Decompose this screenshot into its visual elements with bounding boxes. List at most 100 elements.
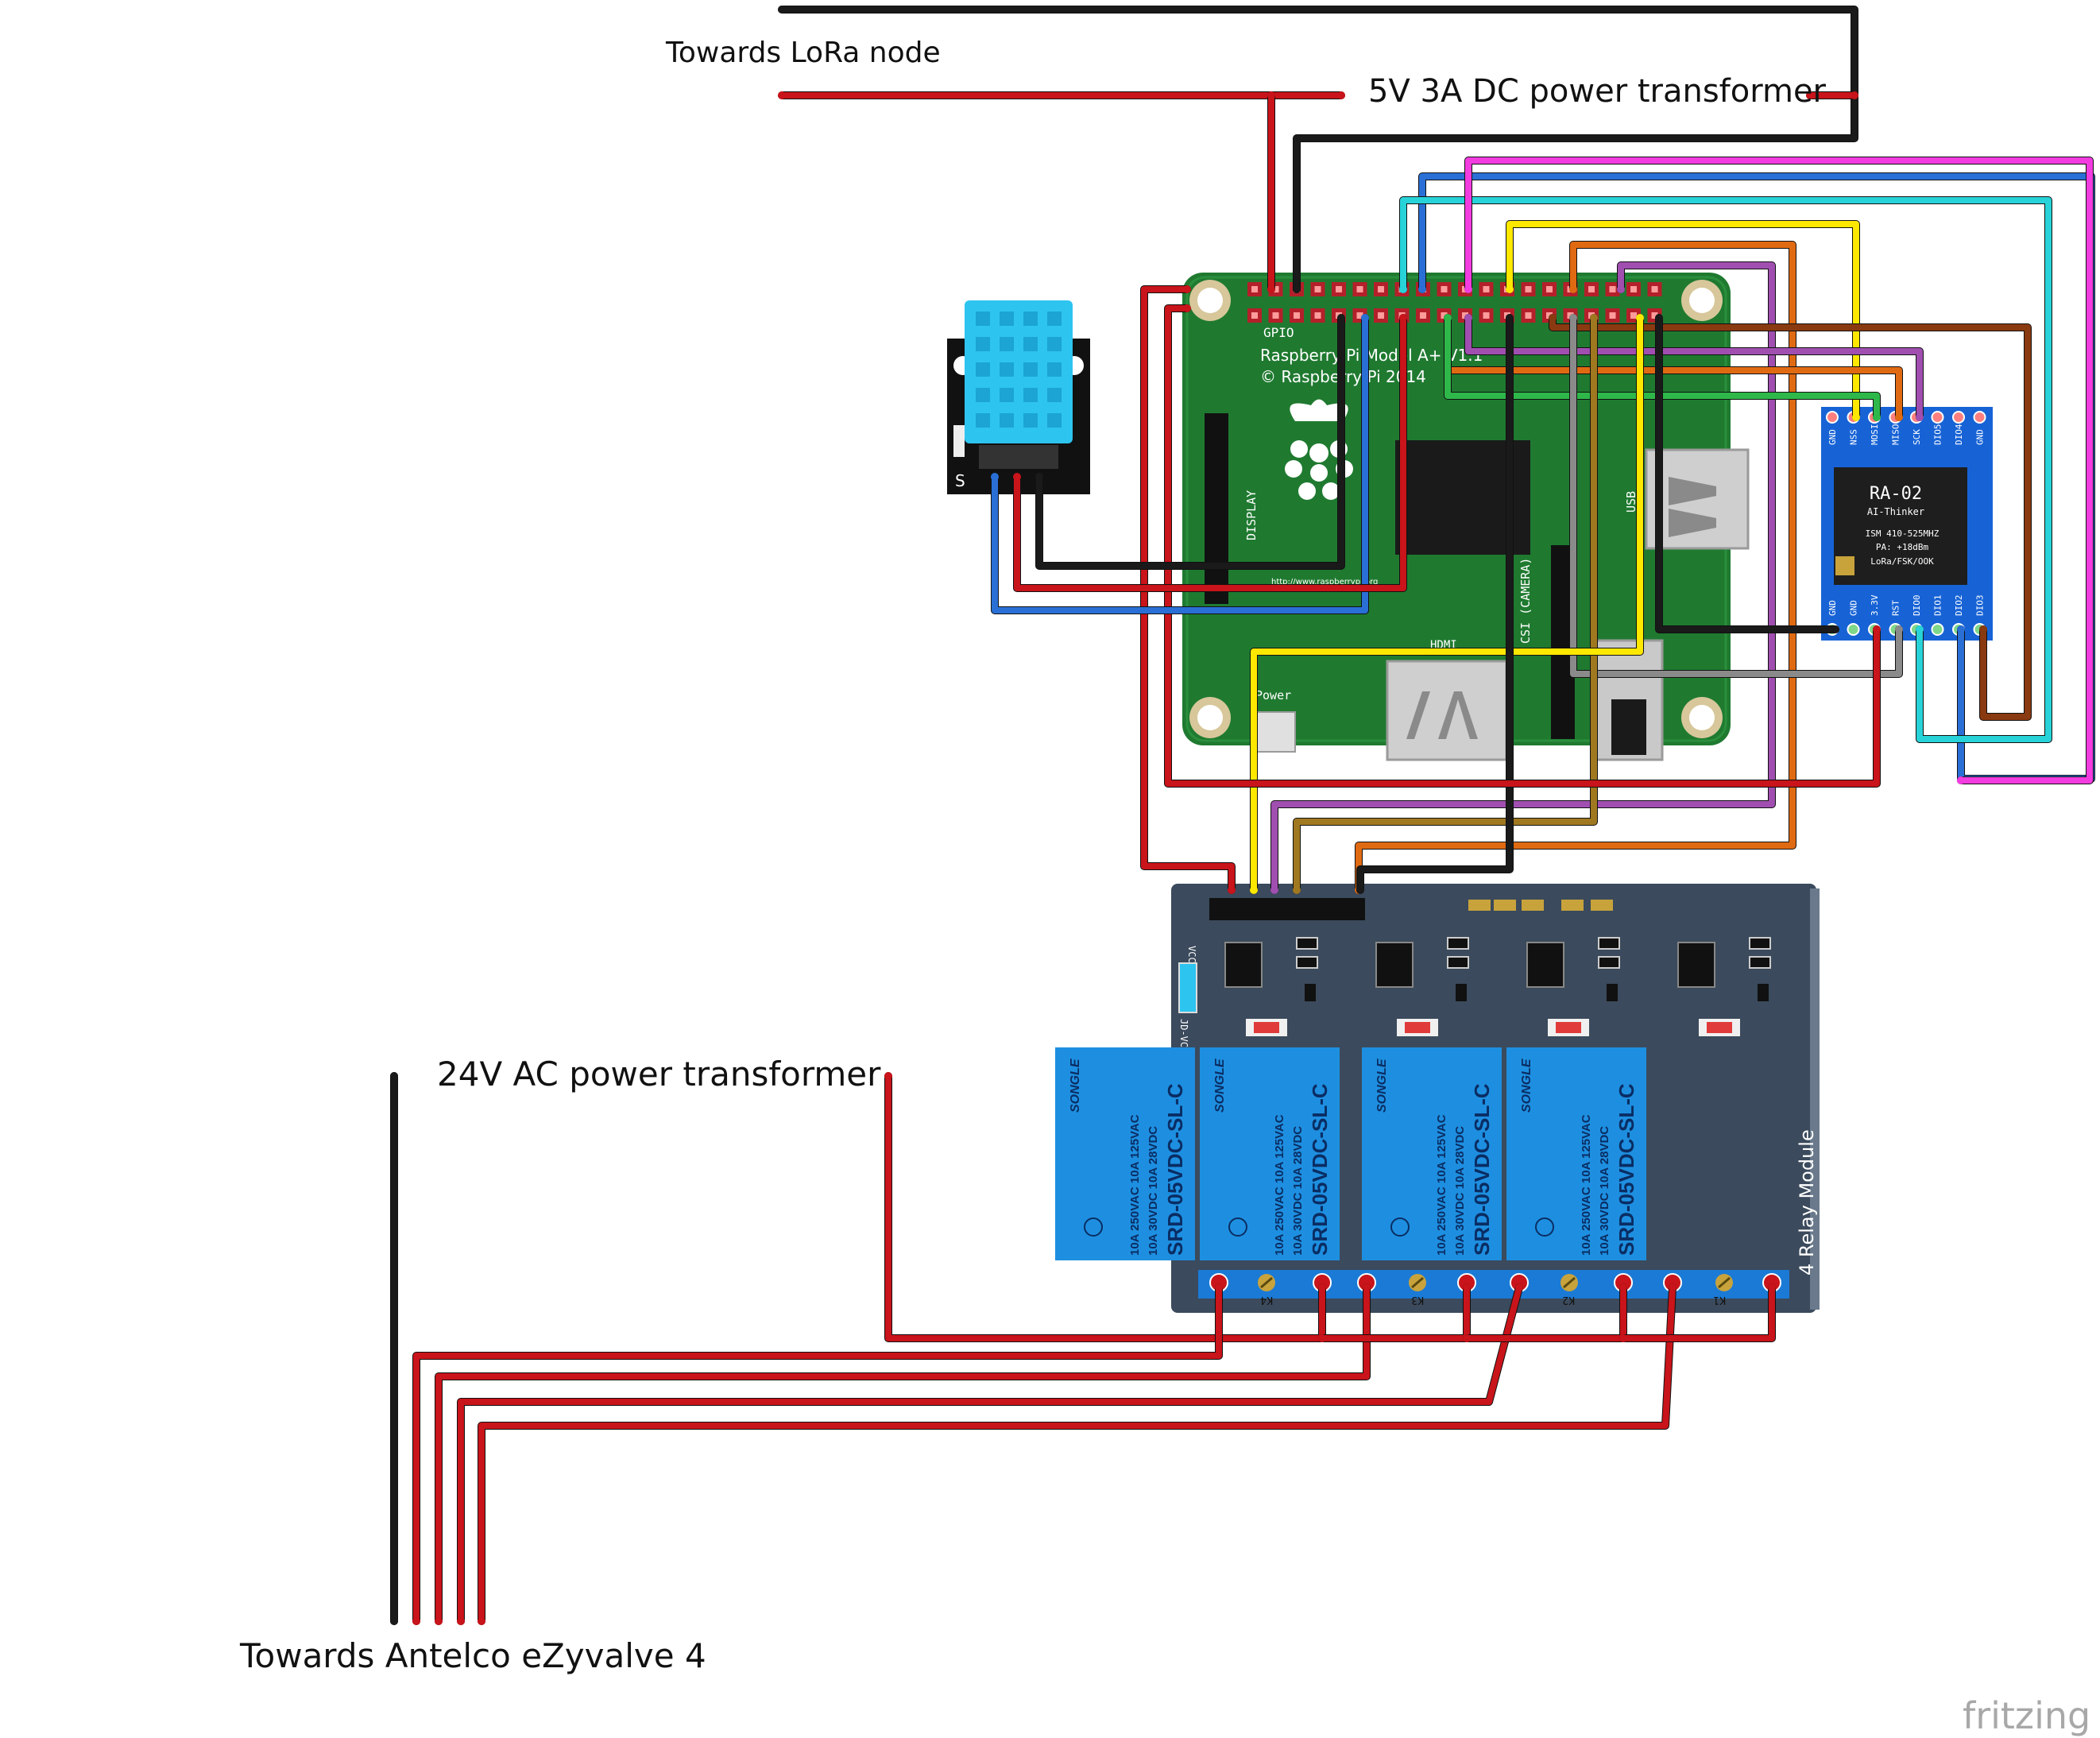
wire-bridge-2-end bbox=[1619, 1283, 1627, 1291]
wire-relay-in1 bbox=[1251, 315, 1643, 893]
wire-nss-end bbox=[1852, 413, 1860, 421]
gpio-pin-center bbox=[1546, 286, 1553, 292]
gpio-pin-center bbox=[1251, 312, 1258, 319]
dht-sensor: S bbox=[947, 300, 1090, 494]
power-port bbox=[1256, 711, 1296, 753]
gpio-pin-center bbox=[1314, 312, 1321, 319]
relay-case bbox=[1362, 1047, 1502, 1260]
wire-mosi-end bbox=[1957, 625, 1965, 633]
relay-brand: SONGLE bbox=[1375, 1058, 1389, 1113]
power-label: Power bbox=[1255, 688, 1291, 703]
gpio-pin-center bbox=[1525, 286, 1532, 292]
dht-vent bbox=[1047, 388, 1062, 402]
wire-relay-gnd bbox=[1357, 315, 1513, 893]
relay-rating1: 10A 250VAC 10A 125VAC bbox=[1273, 1114, 1286, 1256]
terminal-label: K1 bbox=[1713, 1294, 1726, 1306]
gpio-pin-center bbox=[1525, 312, 1532, 319]
wire-pi-5v-end bbox=[1267, 91, 1275, 99]
wire-ac-hot bbox=[885, 1073, 1325, 1341]
dht-vent bbox=[1047, 337, 1062, 351]
wire-relay-vcc-end bbox=[1183, 285, 1191, 293]
wire-lora-gnd-end bbox=[1293, 285, 1301, 293]
gpio-pin-center bbox=[1483, 312, 1490, 319]
relay-rating2: 10A 30VDC 10A 28VDC bbox=[1598, 1126, 1611, 1256]
wire-lora-gnd2-end bbox=[1831, 625, 1839, 633]
lora-top-pin-label: DIO4 bbox=[1954, 424, 1964, 445]
wire-sck-end bbox=[1916, 413, 1924, 421]
smd-resistor bbox=[1447, 956, 1469, 969]
wire-dc-vcc-end bbox=[1851, 91, 1858, 99]
lora-spec3: LoRa/FSK/OOK bbox=[1870, 556, 1934, 567]
wire-valve-2-end bbox=[435, 1617, 443, 1625]
terminal-label: K3 bbox=[1411, 1294, 1424, 1306]
dht-vent bbox=[1000, 312, 1014, 326]
wire-nss bbox=[1506, 221, 1859, 420]
wire-sck-end bbox=[1464, 314, 1472, 322]
relay-brand: SONGLE bbox=[1520, 1058, 1533, 1113]
wire-lora-vcc-end bbox=[1337, 91, 1345, 99]
wire-rst bbox=[1570, 315, 1902, 677]
indicator-led-core bbox=[1254, 1022, 1279, 1033]
wire-ac-hot-end bbox=[1318, 1283, 1326, 1291]
gpio-pin-center bbox=[1378, 286, 1384, 292]
led bbox=[1591, 900, 1613, 911]
gpio-pin-center bbox=[1420, 312, 1426, 319]
transistor bbox=[1305, 984, 1316, 1001]
gpio-pin-center bbox=[1609, 286, 1616, 292]
smd-resistor bbox=[1749, 956, 1771, 969]
lora-spec2: PA: +18dBm bbox=[1876, 542, 1929, 552]
smd-resistor bbox=[1749, 937, 1771, 950]
lora-shield bbox=[1834, 467, 1967, 585]
transistor bbox=[1607, 984, 1618, 1001]
relay-model: SRD-05VDC-SL-C bbox=[1308, 1083, 1332, 1256]
wire-lora-3v3-end bbox=[1873, 625, 1881, 633]
wire-dio1 bbox=[1400, 197, 2052, 742]
lora-bottom-pin-label: DIO3 bbox=[1975, 595, 1986, 617]
jumper bbox=[1178, 962, 1197, 1013]
screw-slot bbox=[1718, 1276, 1731, 1289]
dht-vent bbox=[1047, 312, 1062, 326]
wire-relay-in2 bbox=[1356, 242, 1796, 893]
wire-rst-end bbox=[1895, 625, 1903, 633]
wire-bridge-1-end bbox=[1318, 1334, 1326, 1342]
valve-label: Towards Antelco eZyvalve 4 bbox=[239, 1636, 706, 1675]
transistor bbox=[1456, 984, 1467, 1001]
dht-vent bbox=[1023, 362, 1038, 377]
wire-nss-end bbox=[1506, 285, 1514, 293]
dht-vent bbox=[1047, 413, 1062, 428]
smd-resistor bbox=[1447, 937, 1469, 950]
wire-bridge-1-end bbox=[1463, 1283, 1471, 1291]
relay-rating1: 10A 250VAC 10A 125VAC bbox=[1435, 1114, 1448, 1256]
wire-bridge-2-end bbox=[1463, 1334, 1471, 1342]
gpio-pin-center bbox=[1630, 312, 1637, 319]
dht-pin-header bbox=[979, 445, 1058, 469]
wire-valve-4-end bbox=[1669, 1283, 1677, 1291]
wire-dht-gnd bbox=[1036, 315, 1344, 569]
relay-brand: SONGLE bbox=[1069, 1058, 1082, 1113]
wire-relay-gnd-end bbox=[1356, 886, 1364, 894]
relay-case bbox=[1506, 1047, 1646, 1260]
lora-top-pin-label: GND bbox=[1827, 429, 1838, 445]
gpio-pin-center bbox=[1651, 286, 1658, 292]
wire-dio2-end bbox=[1464, 285, 1472, 293]
wires bbox=[390, 6, 2095, 1625]
wire-relay-in1-end bbox=[1250, 886, 1258, 894]
wire-relay-vcc-end bbox=[1228, 886, 1236, 894]
lora-top-pin-label: MISO bbox=[1891, 424, 1901, 446]
lora-bottom-pin-label: DIO0 bbox=[1912, 595, 1922, 617]
smd-resistor bbox=[1296, 937, 1318, 950]
relay-body bbox=[1506, 1047, 1646, 1260]
gpio-pin-center bbox=[1483, 286, 1490, 292]
dht-vent bbox=[1023, 312, 1038, 326]
relay-case bbox=[1055, 1047, 1195, 1260]
dht-vent bbox=[976, 413, 990, 428]
wire-dht-vcc-end bbox=[1013, 473, 1021, 481]
wire-ac-common-end bbox=[390, 1617, 398, 1625]
wire-dio2 bbox=[1465, 157, 2093, 784]
relay-rating2: 10A 30VDC 10A 28VDC bbox=[1291, 1126, 1305, 1256]
usb-label: USB bbox=[1624, 491, 1638, 513]
optocoupler bbox=[1677, 942, 1715, 988]
relay-case bbox=[1200, 1047, 1340, 1260]
